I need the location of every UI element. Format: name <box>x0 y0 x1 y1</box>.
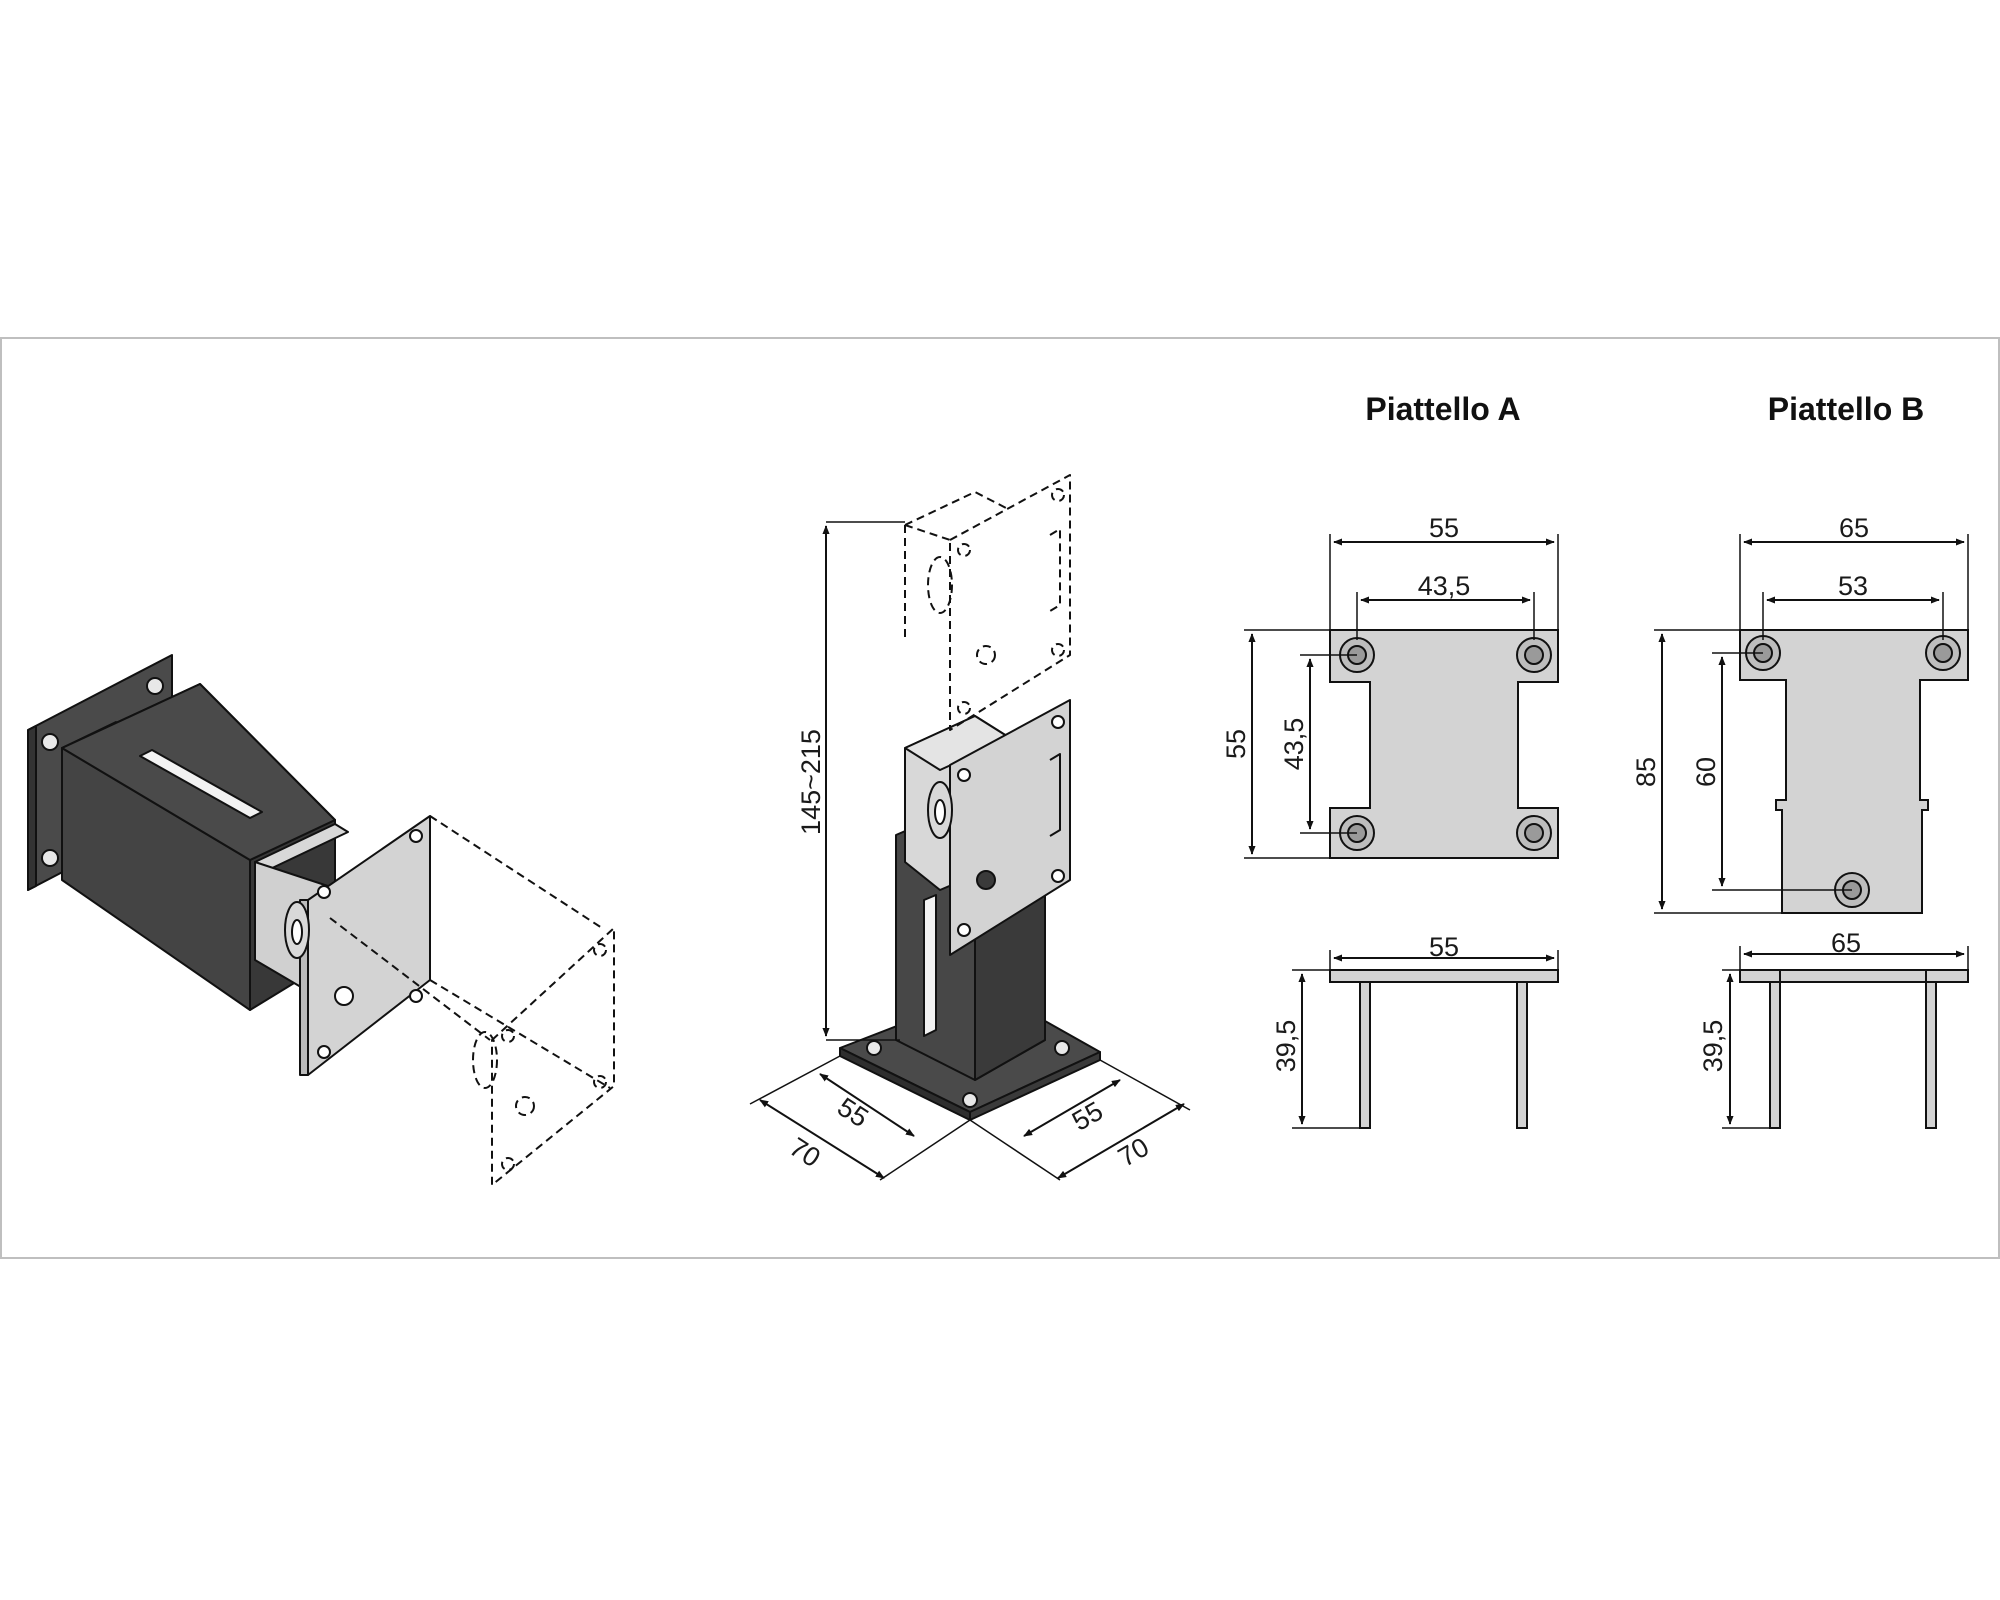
post-base-inner-left: 55 <box>832 1092 874 1134</box>
post-height-range: 145~215 <box>796 729 826 835</box>
plate-a-dimensions <box>1244 534 1559 859</box>
plate-a-hole-spacing: 43,5 <box>1418 571 1471 601</box>
drawing-frame <box>0 337 2000 1259</box>
post-dimensions <box>749 521 1191 1181</box>
plate-b-hole-vertical: 60 <box>1691 757 1721 787</box>
plate-b-side-height: 39,5 <box>1698 1020 1728 1073</box>
plate-b-top-width: 65 <box>1839 513 1869 543</box>
raised-plate-ghost <box>949 474 1071 731</box>
plate-b-side-dimensions <box>1722 946 1969 1129</box>
adjustment-slot <box>139 749 263 819</box>
plate-b-side-view <box>1739 969 1969 1129</box>
vertical-post-illustration <box>839 474 1101 1121</box>
plate-a-side-dimensions <box>1292 950 1559 1129</box>
plate-b-side-leg-right <box>1925 981 1937 1129</box>
plate-b-hole-spacing: 53 <box>1838 571 1868 601</box>
plate-b-dimensions <box>1654 534 1969 914</box>
plate-a-top-width: 55 <box>1429 513 1459 543</box>
plate-b-top-view <box>1739 629 1969 914</box>
plate-a-side-top <box>1329 969 1559 983</box>
post-base-inner-right: 55 <box>1067 1096 1108 1137</box>
plate-b-body <box>1739 629 1969 914</box>
extended-plate-ghost <box>491 927 615 1186</box>
plate-a-height: 55 <box>1221 729 1251 759</box>
plate-b-height: 85 <box>1631 757 1661 787</box>
plate-b-side-leg-left <box>1769 981 1781 1129</box>
post-base-outer-right: 70 <box>1113 1132 1154 1173</box>
plate-a-top-view <box>1329 629 1559 859</box>
plate-a-title: Piattello A <box>1365 391 1520 427</box>
horizontal-bracket-illustration <box>27 654 615 1186</box>
plate-a-side-view <box>1329 969 1559 1129</box>
plate-b-title: Piattello B <box>1768 391 1924 427</box>
plate-b-side-width: 65 <box>1831 928 1861 958</box>
plate-a-hole-vertical: 43,5 <box>1279 718 1309 771</box>
post-mounting-plate <box>949 699 1071 956</box>
plate-a-side-width: 55 <box>1429 932 1459 962</box>
plate-a-side-height: 39,5 <box>1271 1020 1301 1073</box>
post-slot <box>923 894 937 1037</box>
plate-b-side-top <box>1739 969 1969 983</box>
plate-a-body <box>1329 629 1559 859</box>
plate-a-side-leg-left <box>1359 981 1371 1129</box>
plate-a-side-leg-right <box>1516 981 1528 1129</box>
